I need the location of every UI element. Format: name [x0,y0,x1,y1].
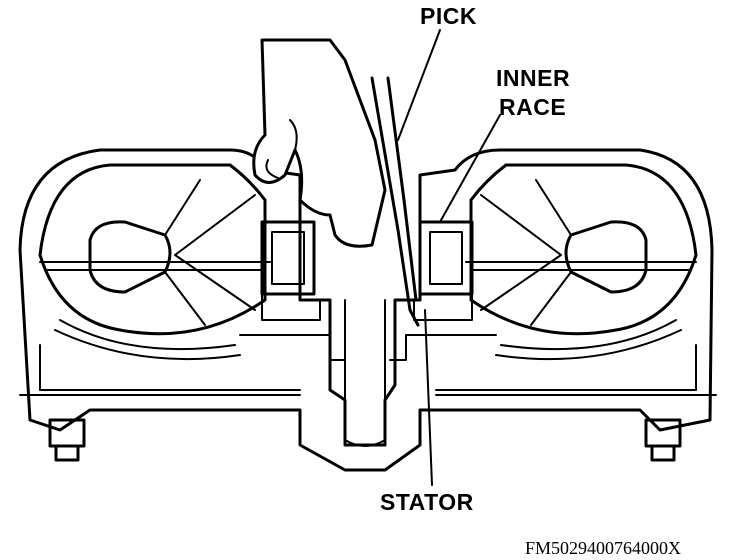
leader-pick [397,29,441,141]
leader-inner-race [439,114,501,223]
right-turbine-blade [564,220,648,294]
label-inner-race-line2: RACE [499,94,567,120]
label-pick: PICK [420,3,477,29]
left-clutch-assembly [239,220,346,361]
right-torus [465,163,698,361]
label-inner-race-line1: INNER [496,65,571,91]
leader-stator [424,309,433,486]
hand [252,38,387,248]
figure-code: FM5029400764000X [525,538,682,558]
left-torus [38,163,271,361]
left-turbine-blade [88,220,172,294]
housing-outline [18,148,714,472]
left-stud [48,418,86,462]
label-stator: STATOR [380,489,474,515]
right-stud [644,418,682,462]
pick-tool [370,76,420,327]
center-hub [344,299,386,447]
right-clutch-assembly [389,220,497,361]
